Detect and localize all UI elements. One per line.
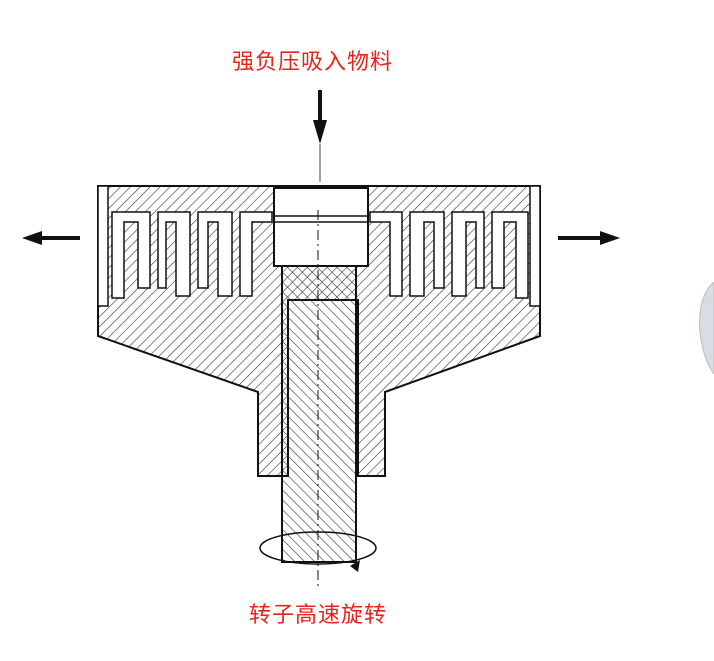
right-rotor-stator-teeth [369, 211, 529, 299]
arrow-right-icon [558, 231, 620, 245]
inlet-chamber [273, 187, 369, 267]
rotor-shaft [281, 210, 357, 588]
rotation-label: 转子高速旋转 [249, 603, 388, 628]
inlet-label: 强负压吸入物料 [232, 50, 394, 75]
cropped-side-object [699, 282, 714, 374]
circular-arrow-icon [259, 531, 377, 572]
left-rotor-stator-teeth [111, 211, 273, 299]
arrow-left-icon [22, 231, 80, 245]
arrow-down-icon [313, 90, 327, 182]
